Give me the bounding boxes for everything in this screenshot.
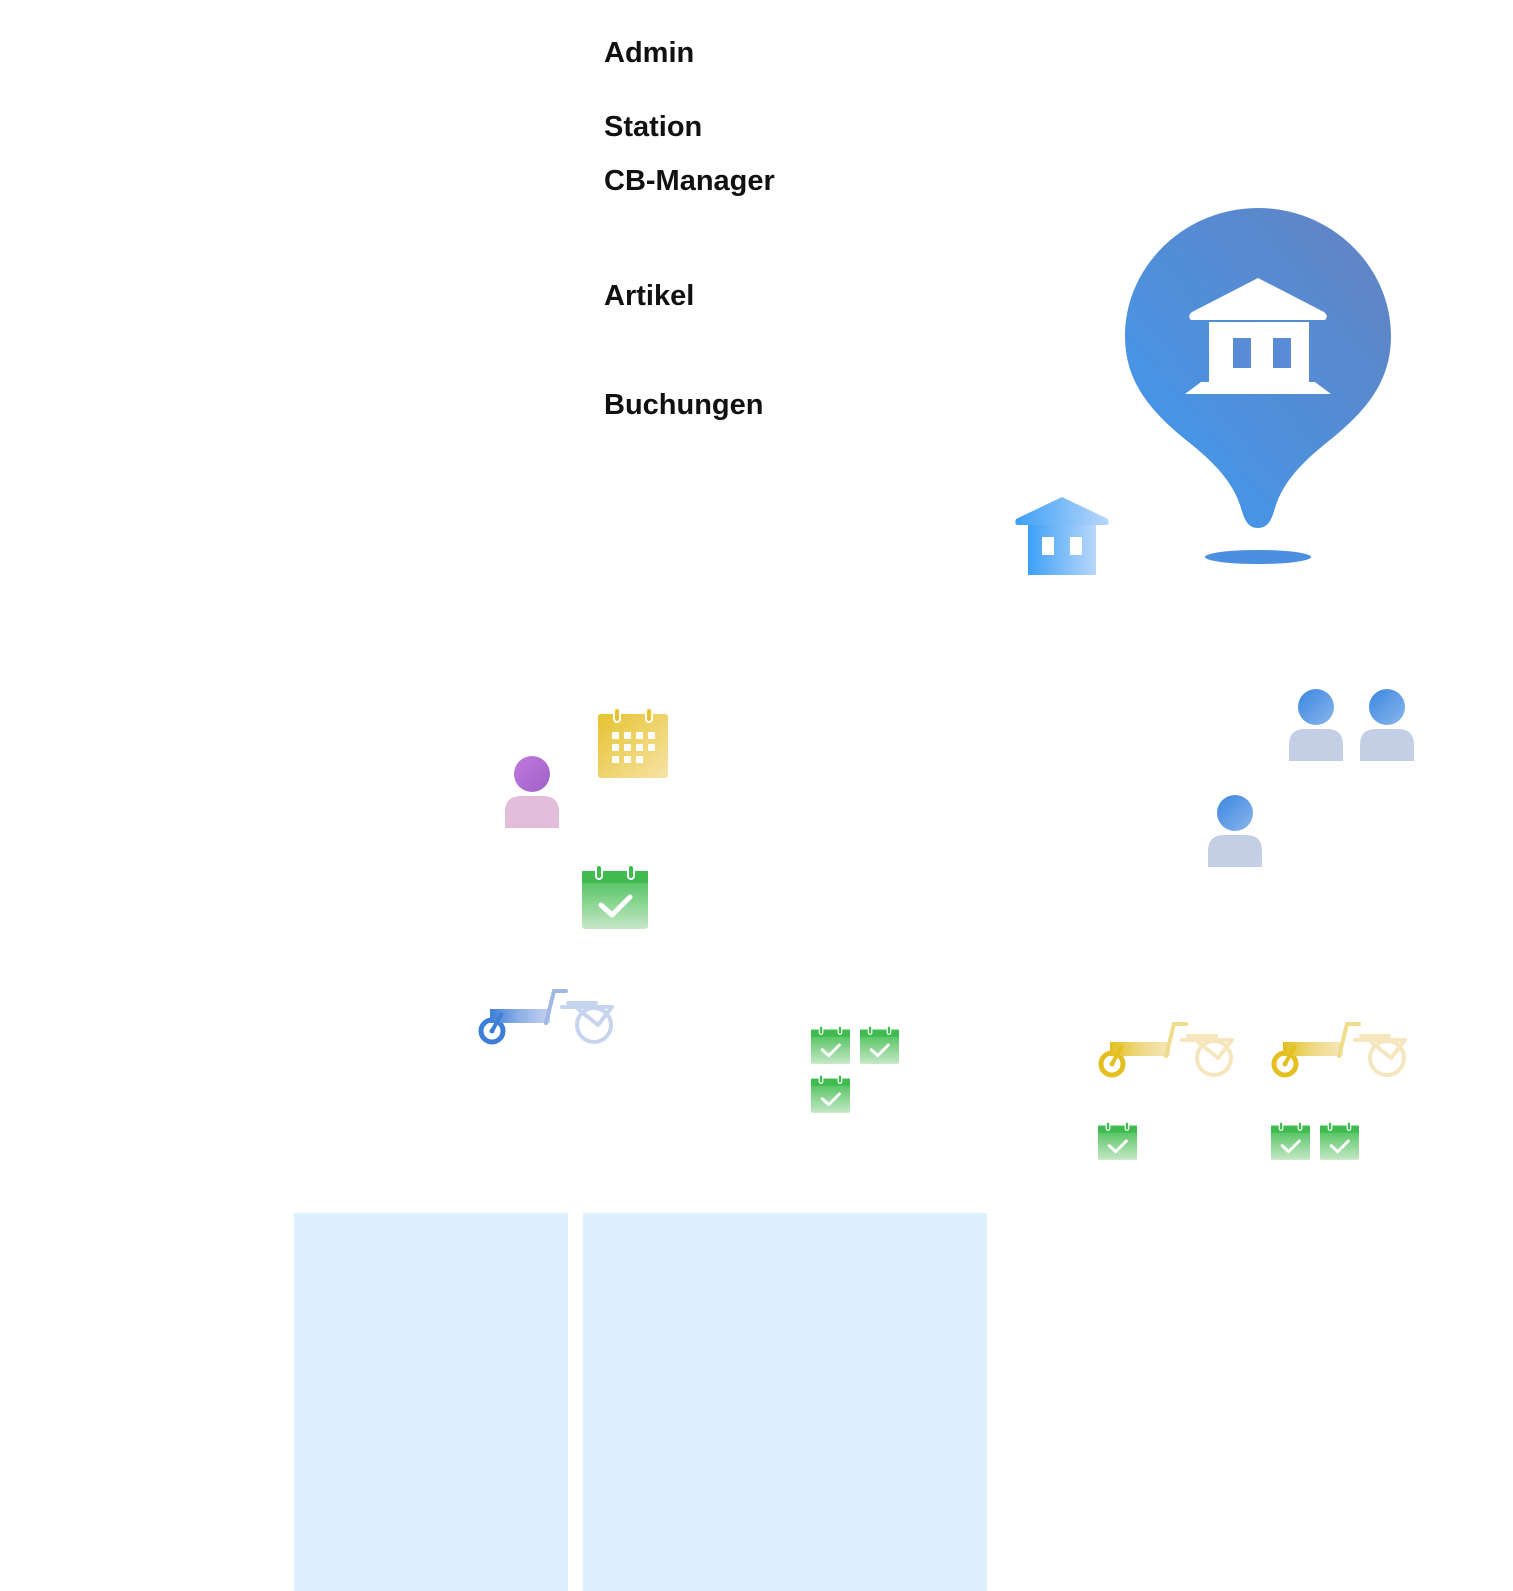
cb-manager-label: CB-Manager <box>604 165 775 197</box>
person-purple-icon <box>505 756 559 828</box>
cargo-bike-yellow-icon <box>1271 1018 1407 1078</box>
calendar-check-small-icon <box>1271 1122 1310 1160</box>
cargo-bike-yellow-icon <box>1098 1018 1234 1078</box>
calendar-check-small-icon <box>860 1026 899 1064</box>
person-blue-icon <box>1208 795 1262 867</box>
calendar-check-small-icon <box>1098 1122 1137 1160</box>
station-label: Station <box>604 111 703 143</box>
station-house-icon <box>1015 497 1109 575</box>
map-pin-station-icon <box>1125 208 1391 564</box>
person-blue-icon <box>1360 689 1414 761</box>
info-panel-left <box>294 1213 568 1591</box>
calendar-yellow-icon <box>598 708 668 778</box>
calendar-check-small-icon <box>1320 1122 1359 1160</box>
artikel-label: Artikel <box>604 280 695 312</box>
buchungen-label: Buchungen <box>604 389 764 421</box>
calendar-check-small-icon <box>811 1026 850 1064</box>
admin-label: Admin <box>604 37 695 69</box>
cargo-bike-blue-icon <box>478 985 614 1045</box>
person-blue-icon <box>1289 689 1343 761</box>
calendar-check-small-icon <box>811 1075 850 1113</box>
calendar-check-green-icon <box>582 865 648 929</box>
info-panel-right <box>583 1213 987 1591</box>
